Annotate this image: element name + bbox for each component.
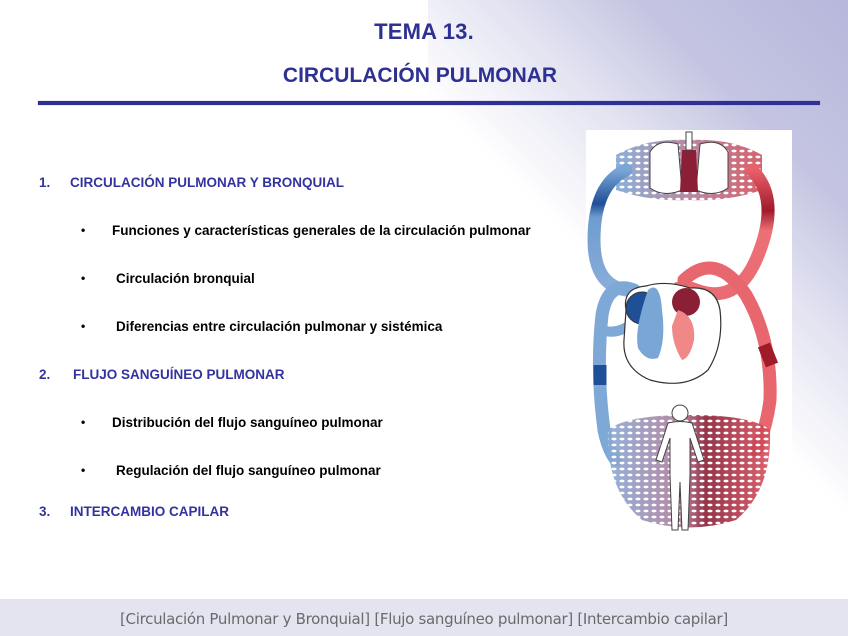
bullet-icon: • <box>81 319 86 333</box>
bullet-icon: • <box>81 223 86 237</box>
section-number: 3. <box>39 504 51 519</box>
list-item: • Regulación del flujo sanguíneo pulmona… <box>81 463 381 478</box>
list-item-label: Circulación bronquial <box>116 271 255 286</box>
section-number: 1. <box>39 175 51 190</box>
list-item-label: Diferencias entre circulación pulmonar y… <box>116 319 443 334</box>
bullet-icon: • <box>81 271 86 285</box>
bullet-icon: • <box>81 415 86 429</box>
bullet-icon: • <box>81 463 86 477</box>
list-item: • Distribución del flujo sanguíneo pulmo… <box>81 415 383 430</box>
outline-list: 1. CIRCULACIÓN PULMONAR Y BRONQUIAL • Fu… <box>39 175 531 519</box>
title-divider <box>38 101 820 105</box>
circulation-diagram-image <box>586 130 792 535</box>
list-item-label: Distribución del flujo sanguíneo pulmona… <box>112 415 383 430</box>
section-label: FLUJO SANGUÍNEO PULMONAR <box>73 367 285 382</box>
footer-navigation-text: [Circulación Pulmonar y Bronquial] [Fluj… <box>120 610 728 628</box>
list-item: • Funciones y características generales … <box>81 223 531 238</box>
section-heading-1: 1. CIRCULACIÓN PULMONAR Y BRONQUIAL <box>39 175 344 190</box>
list-item-label: Regulación del flujo sanguíneo pulmonar <box>116 463 381 478</box>
section-number: 2. <box>39 367 51 382</box>
section-heading-2: 2. FLUJO SANGUÍNEO PULMONAR <box>39 367 285 382</box>
section-label: INTERCAMBIO CAPILAR <box>70 504 229 519</box>
list-item: • Circulación bronquial <box>81 271 255 286</box>
list-item-label: Funciones y características generales de… <box>112 223 531 238</box>
section-heading-3: 3. INTERCAMBIO CAPILAR <box>39 504 229 519</box>
circulation-diagram-icon <box>587 131 779 531</box>
footer-bar: [Circulación Pulmonar y Bronquial] [Fluj… <box>0 599 848 636</box>
list-item: • Diferencias entre circulación pulmonar… <box>81 319 442 334</box>
slide-title-topic-number: TEMA 13. <box>374 19 474 44</box>
slide-title: CIRCULACIÓN PULMONAR <box>282 64 558 87</box>
section-label: CIRCULACIÓN PULMONAR Y BRONQUIAL <box>70 175 345 190</box>
